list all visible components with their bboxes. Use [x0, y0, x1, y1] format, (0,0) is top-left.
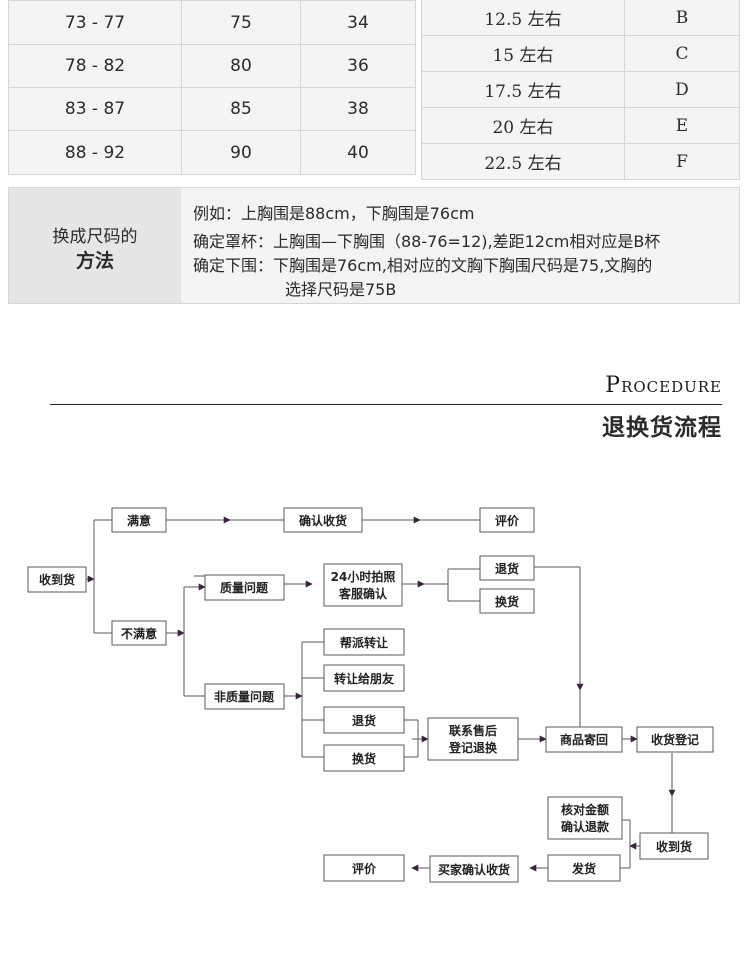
node-ship: 发货 [571, 861, 596, 876]
table-row: 12.5 左右 B [421, 0, 740, 36]
node-transfer: 转让给朋友 [334, 671, 394, 686]
table-cell: F [624, 143, 740, 180]
table-cell: 83 - 87 [8, 87, 182, 131]
flow-boxes [27, 507, 714, 883]
node-received-2: 收到货 [656, 839, 692, 854]
node-buyer-confirm: 买家确认收货 [438, 862, 510, 877]
procedure-title-en: Procedure [605, 373, 722, 398]
table-row: 20 左右 E [421, 107, 740, 144]
node-review: 评价 [495, 514, 520, 528]
table-cell: 73 - 77 [8, 0, 182, 45]
table-row: 83 - 87 85 38 [8, 87, 416, 131]
table-cell: 22.5 左右 [421, 143, 625, 180]
size-table-bottom: 73 - 77 75 34 78 - 82 80 36 83 - 87 85 3… [8, 0, 416, 175]
table-cell: E [624, 107, 740, 144]
cup-table: 12.5 左右 B 15 左右 C 17.5 左右 D 20 左右 E 22.5… [421, 0, 740, 180]
node-photo-line2: 客服确认 [338, 586, 388, 601]
table-row: 22.5 左右 F [421, 143, 740, 180]
method-cup: 确定罩杯：上胸围—下胸围（88-76=12),差距12cm相对应是B杯 [193, 232, 661, 251]
node-return-a: 退货 [495, 561, 519, 576]
method-label-line2: 方法 [75, 250, 114, 272]
method-example: 例如：上胸围是88cm，下胸围是76cm [193, 204, 475, 223]
method-label-line1: 换成尺码的 [52, 227, 138, 247]
node-check-line2: 确认退款 [561, 819, 610, 834]
flow-connectors [86, 516, 676, 872]
node-contact-line1: 联系售后 [449, 723, 497, 738]
node-register: 收货登记 [651, 732, 699, 747]
procedure-title-cn: 退换货流程 [602, 415, 722, 441]
node-received: 收到货 [39, 572, 75, 587]
node-exchange-a: 换货 [495, 594, 519, 609]
node-exchange-b: 换货 [352, 751, 376, 766]
node-contact-line2: 登记退换 [448, 740, 498, 755]
table-cell: 80 [181, 44, 301, 88]
table-cell: 90 [181, 130, 301, 175]
node-check-line1: 核对金额 [561, 802, 609, 817]
table-cell: C [624, 35, 740, 72]
node-non-quality-issue: 非质量问题 [214, 689, 275, 704]
table-cell: 40 [300, 130, 416, 175]
method-result: 选择尺码是75B [285, 280, 397, 299]
table-cell: 38 [300, 87, 416, 131]
divider [50, 404, 722, 405]
table-row: 17.5 左右 D [421, 71, 740, 108]
table-cell: 17.5 左右 [421, 71, 625, 108]
node-send-back: 商品寄回 [560, 732, 608, 747]
method-band: 确定下围：下胸围是76cm,相对应的文胸下胸围尺码是75,文胸的 [193, 256, 653, 275]
size-method-box: 换成尺码的 方法 例如：上胸围是88cm，下胸围是76cm 确定罩杯：上胸围—下… [8, 187, 740, 304]
node-review-2: 评价 [352, 862, 377, 876]
table-cell: 34 [300, 0, 416, 45]
table-cell: 88 - 92 [8, 130, 182, 175]
node-confirm-receipt: 确认收货 [299, 513, 347, 528]
table-cell: 20 左右 [421, 107, 625, 144]
node-unsatisfied: 不满意 [121, 626, 157, 641]
table-cell: 78 - 82 [8, 44, 182, 88]
node-satisfied: 满意 [127, 513, 151, 528]
table-row: 88 - 92 90 40 [8, 130, 416, 175]
table-cell: 85 [181, 87, 301, 131]
node-return-b: 退货 [352, 713, 376, 728]
method-label: 换成尺码的 方法 [9, 188, 181, 303]
node-assign: 帮派转让 [340, 635, 388, 650]
node-photo-line1: 24小时拍照 [331, 569, 396, 584]
table-cell: D [624, 71, 740, 108]
node-quality-issue: 质量问题 [220, 580, 269, 595]
